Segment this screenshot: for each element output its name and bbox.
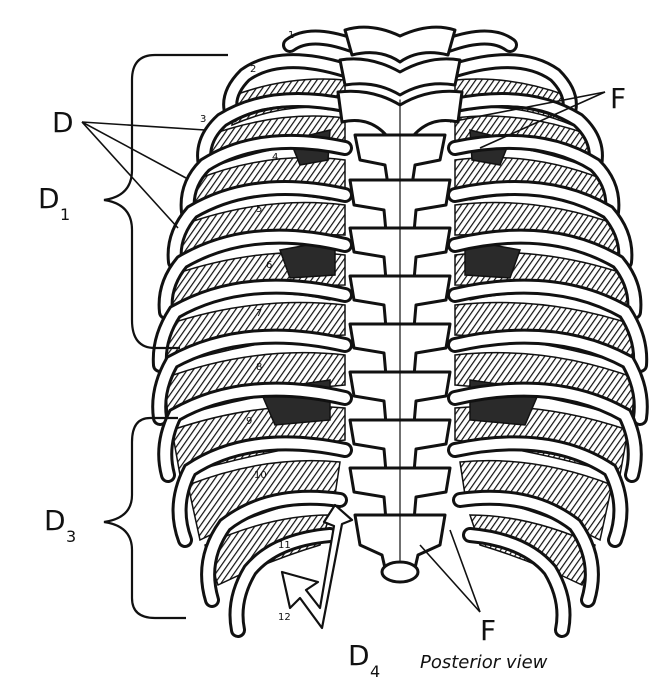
d4-arrow bbox=[280, 503, 354, 630]
rib-number-2: 2 bbox=[250, 64, 256, 75]
rib-number-8: 8 bbox=[256, 362, 262, 373]
label-d1-subscript: 1 bbox=[60, 205, 70, 224]
rib-number-7: 7 bbox=[256, 308, 262, 319]
rib-number-4: 4 bbox=[272, 152, 278, 163]
label-d4-subscript: 4 bbox=[370, 662, 380, 681]
ribs bbox=[151, 29, 649, 638]
rib-number-11: 11 bbox=[278, 540, 291, 551]
rib-number-12: 12 bbox=[278, 612, 291, 623]
bracket-d1 bbox=[103, 53, 228, 350]
label-d: D bbox=[52, 106, 74, 139]
spine bbox=[336, 25, 464, 584]
rib-number-1: 1 bbox=[288, 30, 294, 41]
rib-number-5: 5 bbox=[256, 204, 262, 215]
label-f-top: F bbox=[610, 82, 626, 115]
rib-number-6: 6 bbox=[266, 260, 272, 271]
label-f-bottom: F bbox=[480, 614, 496, 647]
label-d3-subscript: 3 bbox=[66, 527, 76, 546]
rib-number-labels: 1 2 3 4 5 6 7 8 9 10 11 12 bbox=[200, 30, 294, 623]
label-d1: D bbox=[38, 182, 60, 215]
rib-number-9: 9 bbox=[246, 416, 252, 427]
d-pointer-lines bbox=[81, 121, 206, 229]
label-d4: D bbox=[348, 639, 370, 672]
caption: Posterior view bbox=[420, 652, 548, 673]
rib-number-3: 3 bbox=[200, 114, 206, 125]
label-d3: D bbox=[44, 504, 66, 537]
bracket-d3 bbox=[103, 416, 186, 620]
rib-number-10: 10 bbox=[254, 470, 267, 481]
f-pointer-lines bbox=[419, 91, 606, 613]
